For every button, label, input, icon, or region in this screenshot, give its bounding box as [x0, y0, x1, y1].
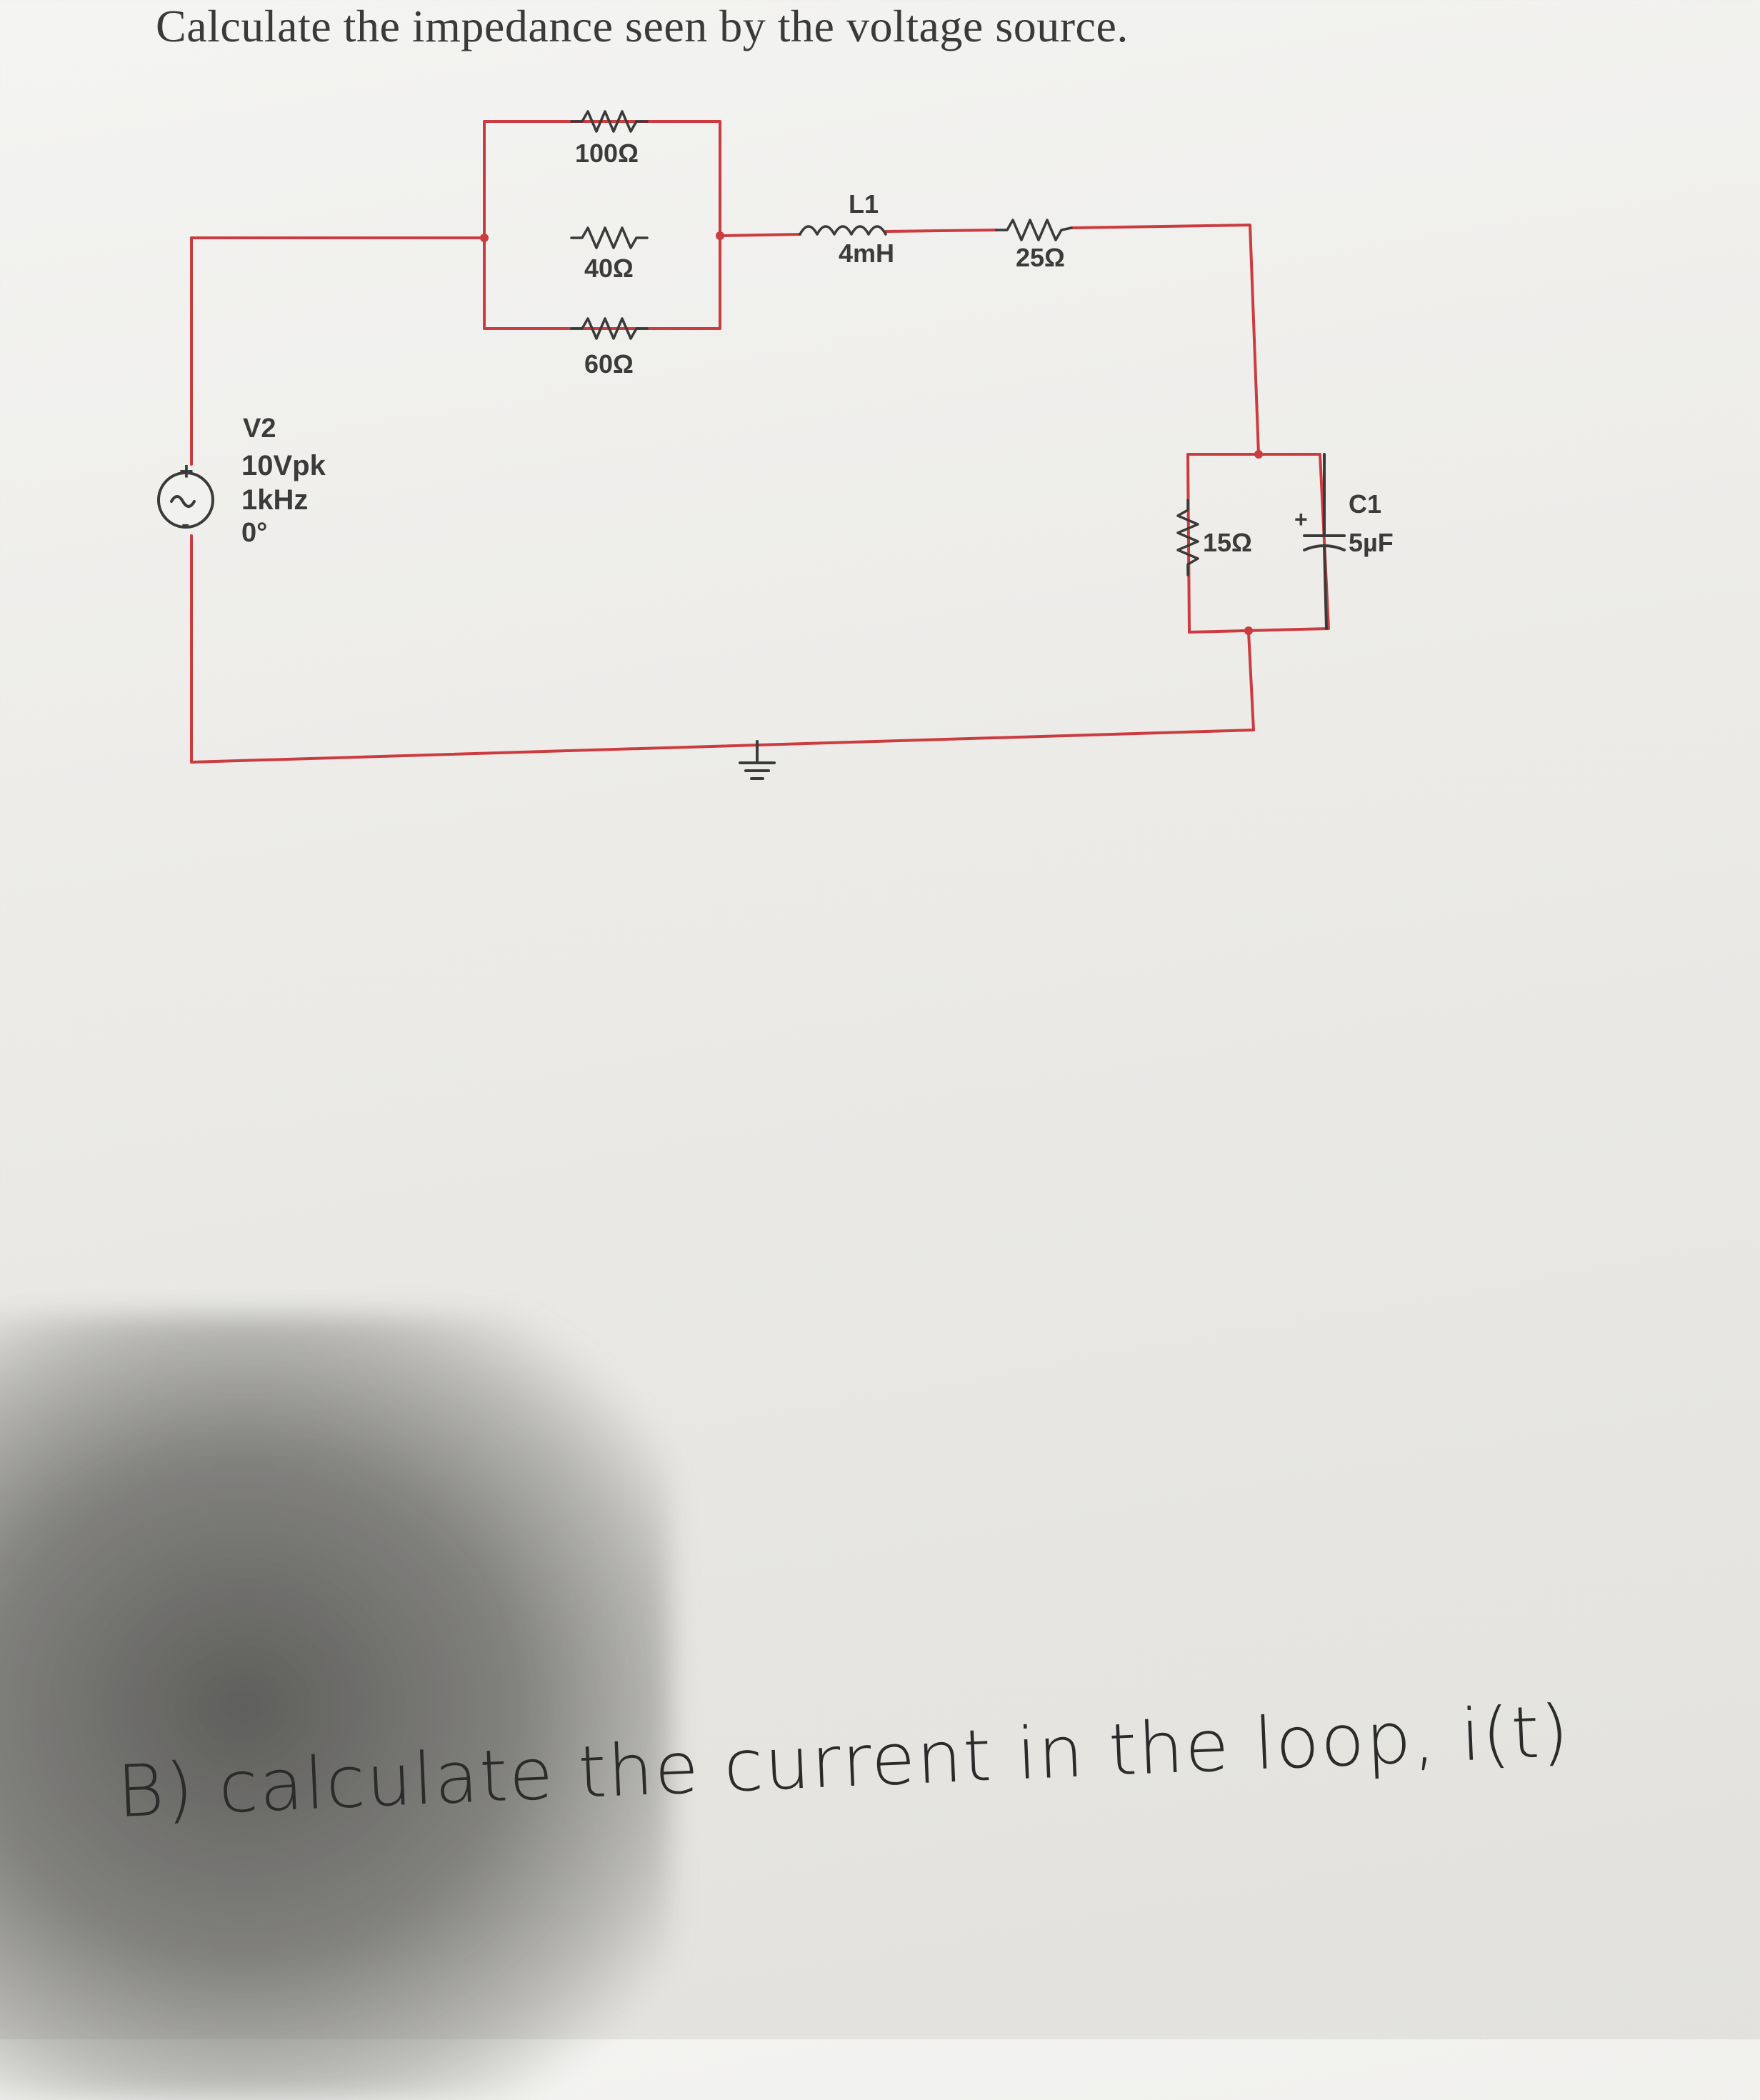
label-r25: 25Ω [1016, 243, 1065, 272]
wire-to-inductor [719, 233, 801, 237]
resistor-60-icon [570, 317, 649, 340]
label-l1-name: L1 [849, 189, 879, 219]
ac-voltage-source-icon [157, 471, 214, 529]
inductor-icon [799, 225, 887, 236]
wire-right-down [1070, 224, 1260, 456]
wire-shunt-to-bottom [1247, 631, 1255, 731]
label-c1-name: C1 [1349, 489, 1381, 519]
source-minus-sign: - [181, 511, 189, 538]
capacitor-icon [1303, 453, 1346, 630]
resistor-100-icon [570, 110, 649, 133]
label-r60: 60Ω [584, 349, 634, 379]
hand-shadow [0, 1314, 671, 2100]
junctions [480, 231, 1263, 635]
label-r100: 100Ω [575, 139, 639, 168]
junction-dot [1254, 450, 1263, 459]
resistor-40-icon [570, 226, 649, 249]
resistor-25-icon [995, 219, 1073, 241]
label-l1-value: 4mH [839, 239, 894, 268]
label-source-frequency: 1kHz [241, 484, 308, 516]
label-c1-value: 5µF [1349, 528, 1394, 557]
question-text: Calculate the impedance seen by the volt… [156, 1, 1129, 51]
label-source-name: V2 [243, 414, 276, 444]
label-r40: 40Ω [584, 254, 634, 283]
circuit-diagram: 100Ω 40Ω 60Ω L1 4mH 25Ω V2 10Vpk 1kHz 0°… [157, 110, 1394, 780]
wires [190, 120, 1330, 764]
wire-bottom [190, 729, 1255, 764]
label-source-phase: 0° [241, 518, 267, 548]
label-r15: 15Ω [1203, 528, 1252, 557]
source-plus-sign: + [179, 458, 194, 485]
ground-icon [739, 740, 776, 780]
junction-dot [1244, 626, 1253, 635]
junction-dot [716, 231, 724, 240]
label-source-amplitude: 10Vpk [241, 450, 326, 481]
resistor-15-icon [1176, 499, 1199, 576]
capacitor-plus-sign: + [1294, 506, 1308, 532]
wire-inductor-to-r25 [884, 229, 998, 233]
junction-dot [480, 234, 489, 242]
